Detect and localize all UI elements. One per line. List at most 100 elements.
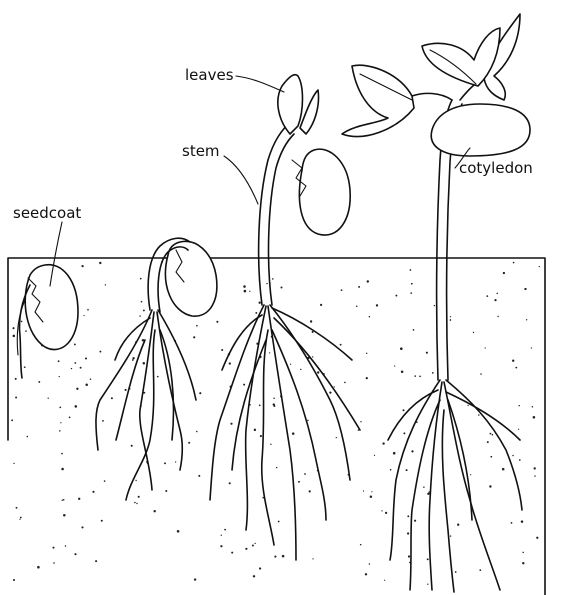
soil-speck: [367, 280, 369, 282]
soil-speck: [539, 266, 540, 267]
soil-speck: [140, 278, 142, 280]
soil: [8, 258, 545, 595]
soil-speck: [360, 544, 362, 546]
soil-speck: [411, 450, 413, 452]
soil-speck: [486, 295, 488, 297]
soil-speck: [252, 544, 254, 546]
soil-speck: [365, 573, 367, 575]
soil-speck: [522, 552, 524, 554]
labels: seedcoat leaves stem cotyledon: [13, 66, 533, 286]
soil-speck: [259, 404, 261, 406]
soil-speck: [413, 329, 415, 331]
soil-speck: [259, 302, 261, 304]
stage-1-seed: [17, 265, 78, 378]
soil-speck: [164, 462, 166, 464]
leaf-left: [342, 65, 414, 136]
soil-speck: [270, 444, 271, 445]
soil-speck: [410, 292, 412, 294]
soil-speck: [102, 420, 104, 422]
soil-speck: [259, 567, 261, 569]
soil-speck: [406, 469, 408, 471]
first-leaves-3: [278, 75, 303, 134]
soil-speck: [230, 423, 232, 425]
soil-speck: [111, 397, 113, 399]
soil-speck: [216, 321, 218, 323]
soil-speck: [432, 372, 434, 374]
soil-speck: [87, 309, 89, 311]
soil-speck: [407, 532, 409, 534]
roots-4: [388, 380, 522, 592]
soil-speck: [434, 305, 435, 306]
soil-speck: [81, 265, 83, 267]
roots-2: [96, 310, 196, 500]
soil-speck: [385, 512, 387, 514]
soil-speck: [99, 351, 101, 353]
soil-speck: [224, 529, 226, 531]
soil-speck: [410, 269, 412, 271]
soil-speck: [329, 391, 331, 393]
soil-speck: [512, 455, 513, 456]
soil-speck: [522, 562, 524, 564]
soil-speck: [75, 405, 78, 408]
soil-speck: [229, 362, 231, 364]
soil-speck: [414, 520, 416, 522]
soil-speck: [19, 519, 20, 520]
soil-speck: [85, 357, 87, 359]
soil-speck: [502, 468, 505, 471]
soil-speck: [336, 437, 337, 438]
soil-speck: [366, 377, 368, 379]
soil-speck: [344, 382, 346, 384]
soil-speck: [61, 453, 63, 455]
soil-speck: [253, 575, 255, 577]
soil-speck: [143, 309, 145, 311]
soil-speck: [260, 435, 262, 437]
cotyledon-3: [299, 149, 350, 235]
soil-speck: [519, 459, 521, 461]
soil-speck: [243, 285, 246, 288]
soil-speck: [273, 405, 275, 407]
soil-speck: [157, 376, 159, 378]
soil-speck: [411, 283, 413, 285]
soil-speck: [13, 335, 16, 338]
soil-speck: [276, 467, 277, 468]
soil-speck: [470, 474, 471, 475]
soil-speck: [198, 475, 200, 477]
soil-speck: [15, 378, 17, 380]
soil-speck: [407, 515, 409, 517]
soil-speck: [221, 349, 223, 351]
soil-speck: [136, 503, 137, 504]
label-cotyledon: cotyledon: [459, 159, 533, 177]
soil-speck: [393, 452, 396, 455]
soil-speck: [534, 467, 536, 469]
soil-speck: [334, 386, 335, 387]
soil-speck: [513, 262, 515, 264]
soil-speck: [105, 284, 106, 285]
soil-speck: [300, 369, 301, 370]
soil-speck: [194, 578, 196, 580]
leader-stem: [224, 156, 258, 204]
soil-speck: [503, 272, 505, 274]
soil-speck: [450, 535, 451, 536]
soil-speck: [478, 414, 480, 416]
soil-speck: [74, 343, 76, 345]
soil-speck: [356, 305, 358, 307]
soil-speck: [177, 530, 180, 533]
soil-speck: [188, 442, 190, 444]
soil-speck: [71, 368, 72, 369]
soil-speck: [366, 353, 367, 354]
soil-speck: [534, 475, 535, 476]
soil-speck: [58, 360, 60, 362]
soil-speck: [131, 445, 133, 447]
soil-speck: [423, 486, 424, 487]
soil-speck: [450, 319, 452, 321]
soil-speck: [304, 473, 306, 475]
soil-speck: [521, 520, 524, 523]
soil-speck: [90, 378, 92, 380]
cotyledon-2: [165, 241, 216, 316]
soil-speck: [74, 362, 76, 364]
soil-speck: [370, 496, 372, 498]
soil-speck: [307, 420, 308, 421]
soil-speck: [104, 480, 106, 482]
soil-speck: [125, 389, 127, 391]
soil-speck: [59, 407, 61, 409]
